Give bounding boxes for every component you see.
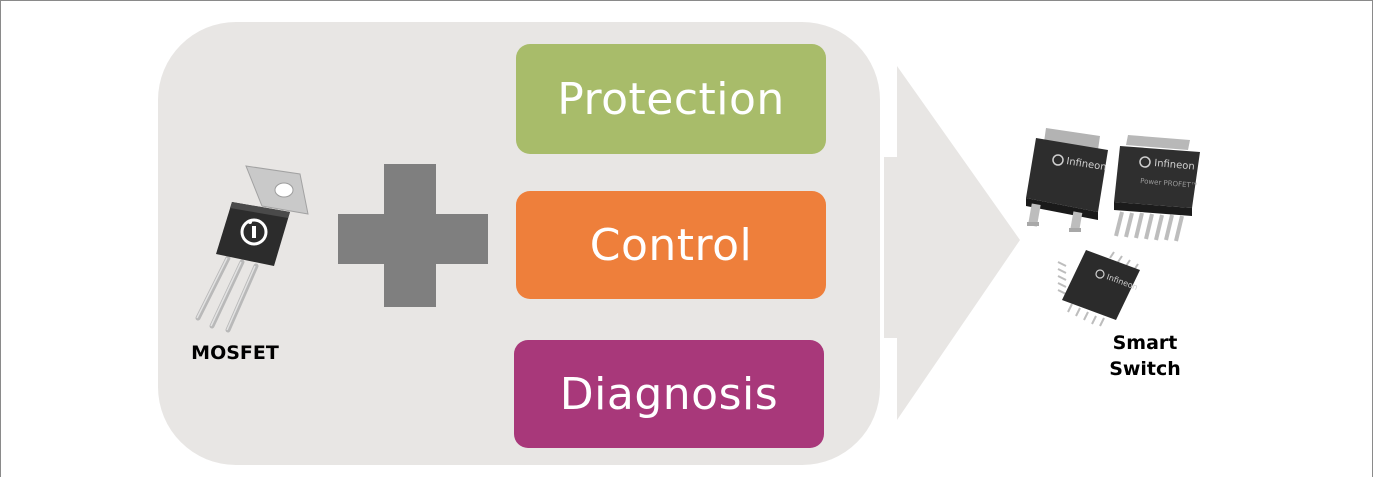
mosfet-label: MOSFET [191, 342, 279, 364]
smart-switch-label: Smart Switch [1060, 330, 1230, 382]
smart-switch-label-line1: Smart [1112, 332, 1178, 354]
diagnosis-label: Diagnosis [559, 368, 779, 420]
power-profet-chip-icon: Infineon Power PROFET™ [1114, 135, 1200, 242]
arrow-shape [884, 66, 1020, 420]
control-box: Control [516, 191, 826, 299]
tssop-chip-icon: Infineon [1057, 250, 1140, 327]
protection-label: Protection [557, 73, 785, 125]
protection-box: Protection [516, 44, 826, 154]
smart-switch-label-line2: Switch [1109, 358, 1181, 380]
control-label: Control [589, 219, 753, 271]
plus-icon [338, 164, 488, 307]
dpak-chip-icon: Infineon [1026, 128, 1108, 232]
svg-text:Infineon: Infineon [1154, 158, 1195, 172]
diagnosis-box: Diagnosis [514, 340, 824, 448]
mosfet-package-icon [195, 165, 309, 333]
